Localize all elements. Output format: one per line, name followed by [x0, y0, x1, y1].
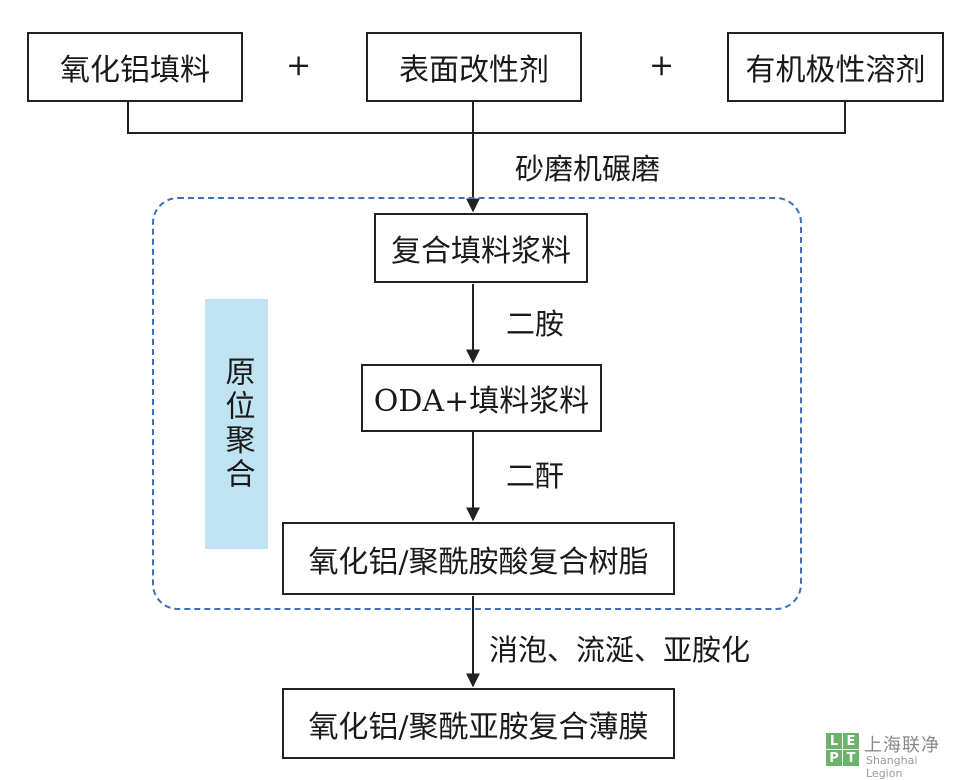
alumina-filler-text: 氧化铝填料 — [60, 53, 210, 88]
alumina-filler-box: 氧化铝填料 — [27, 32, 243, 102]
plus-sign-2: + — [649, 48, 675, 83]
oda-slurry-text: ODA+填料浆料 — [373, 384, 590, 419]
step-dianhydride-label: 二酐 — [506, 459, 565, 493]
in-situ-polymerization-label: 原位聚合 — [219, 356, 255, 492]
composite-slurry-box: 复合填料浆料 — [374, 213, 588, 283]
plus-sign-1: + — [286, 48, 312, 83]
step-diamine-label: 二胺 — [506, 307, 565, 341]
organic-solvent-text: 有机极性溶剂 — [745, 53, 926, 88]
legion-watermark: L E P T 上海联净 Shanghai Legion — [826, 733, 956, 780]
step-sand-mill-label: 砂磨机碾磨 — [515, 152, 661, 186]
in-situ-polymerization-region — [152, 197, 802, 610]
paa-composite-resin-box: 氧化铝/聚酰胺酸复合树脂 — [282, 522, 675, 595]
in-situ-polymerization-band: 原位聚合 — [205, 299, 268, 549]
pi-composite-film-box: 氧化铝/聚酰亚胺复合薄膜 — [282, 688, 675, 759]
composite-slurry-text: 复合填料浆料 — [391, 234, 571, 269]
paa-composite-resin-text: 氧化铝/聚酰胺酸复合树脂 — [308, 544, 649, 580]
pi-composite-film-text: 氧化铝/聚酰亚胺复合薄膜 — [308, 709, 649, 745]
legion-logo-icon: L E P T — [826, 733, 860, 767]
organic-solvent-box: 有机极性溶剂 — [727, 32, 944, 102]
watermark-cn-text: 上海联净 — [864, 735, 940, 756]
oda-slurry-box: ODA+填料浆料 — [361, 364, 602, 432]
watermark-en-text: Shanghai Legion — [866, 754, 918, 780]
surface-modifier-text: 表面改性剂 — [399, 53, 549, 88]
step-defoam-cast-imidize-label: 消泡、流涎、亚胺化 — [489, 633, 751, 667]
surface-modifier-box: 表面改性剂 — [366, 32, 582, 102]
merge-bracket-line — [127, 101, 846, 134]
